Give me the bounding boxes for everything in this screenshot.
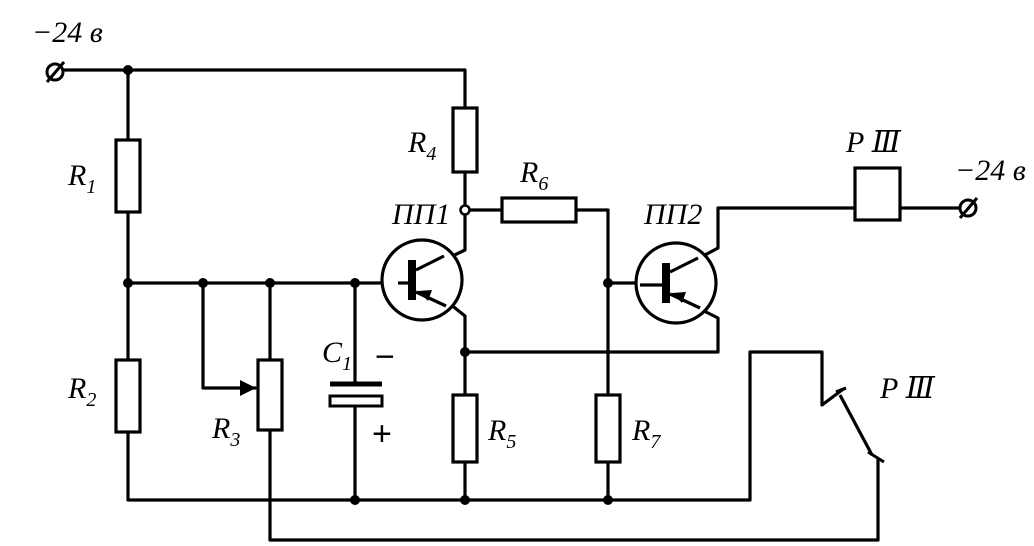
junctions	[123, 65, 613, 505]
label-c1: C1	[322, 336, 352, 375]
supply-terminal-right	[958, 197, 979, 219]
capacitor-c1	[328, 381, 384, 408]
resistor-r7	[594, 393, 622, 464]
label-r6: R6	[519, 156, 548, 195]
supply-terminal-left	[45, 61, 66, 83]
relay-coil	[853, 166, 902, 222]
label-r4: R4	[407, 126, 436, 165]
capacitor-plus-sign: +	[372, 415, 392, 453]
resistor-r5	[451, 393, 479, 464]
r3-wiper-arrow	[240, 380, 256, 396]
label-r7: R7	[631, 414, 661, 453]
resistor-r4	[451, 106, 479, 174]
relay-contact	[835, 386, 885, 464]
wires	[60, 68, 964, 542]
label-r1: R1	[67, 159, 96, 198]
resistor-r1	[114, 138, 142, 214]
resistor-r3	[256, 358, 284, 432]
label-r2: R2	[67, 372, 96, 411]
supply-voltage-right-label: −24 в	[955, 154, 1026, 187]
label-relay-contact: Р Ⅲ	[879, 372, 936, 405]
resistor-r2	[114, 358, 142, 434]
label-pp1: ПП1	[391, 198, 450, 231]
capacitor-minus-sign: −	[375, 338, 395, 376]
label-r3: R3	[211, 412, 240, 451]
supply-voltage-label: −24 в	[32, 16, 103, 49]
label-r5: R5	[487, 414, 516, 453]
label-pp2: ПП2	[643, 198, 702, 231]
label-relay-coil: Р Ⅲ	[845, 126, 902, 159]
transistor-pp1	[380, 238, 464, 322]
transistor-pp2	[634, 241, 718, 325]
resistor-r6	[500, 196, 578, 224]
